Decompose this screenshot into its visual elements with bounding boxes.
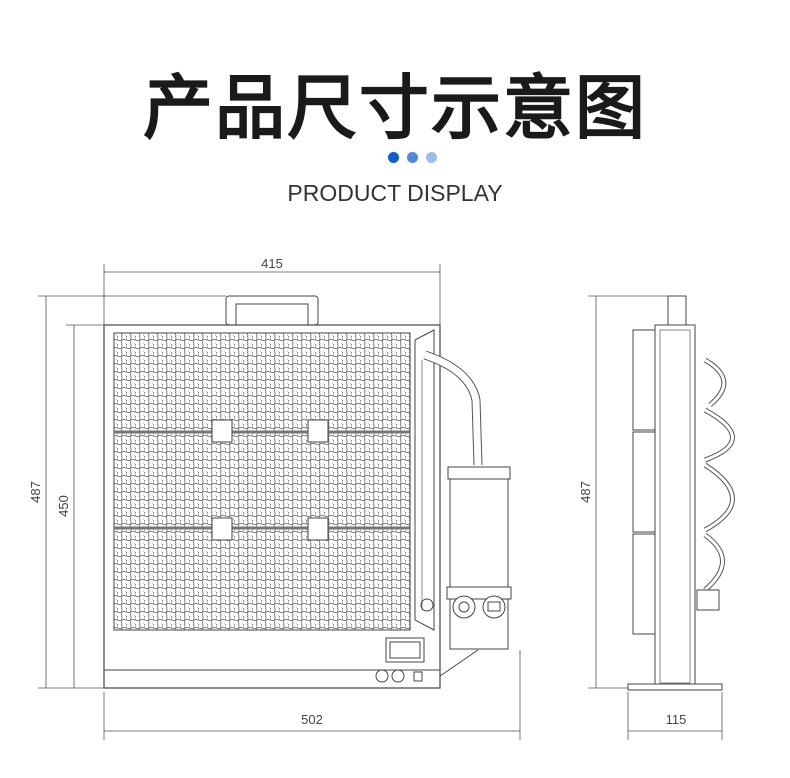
dot-2 [407,152,418,163]
dim-side-depth: 115 [666,712,687,727]
display-screen [385,637,425,663]
front-view [103,295,512,689]
dim-side-height: 487 [578,481,593,503]
perforated-panel [113,332,411,631]
page-subtitle: PRODUCT DISPLAY [287,180,503,206]
reservoir [447,466,511,480]
fan-3 [632,533,656,635]
side-body [654,324,696,689]
dot-1 [388,152,399,163]
dim-total-height: 487 [28,481,43,503]
side-view [627,295,735,691]
decorative-dots [388,152,437,163]
dot-3 [426,152,437,163]
dim-body-height: 450 [56,495,71,517]
dim-bottom-width: 502 [301,712,323,727]
side-dimension-lines [588,295,723,740]
front-dimension-lines [38,264,521,740]
page-title: 产品尺寸示意图 [143,67,647,149]
fan-1 [632,329,656,431]
dim-top-width: 415 [261,256,283,271]
fan-2 [632,431,656,533]
